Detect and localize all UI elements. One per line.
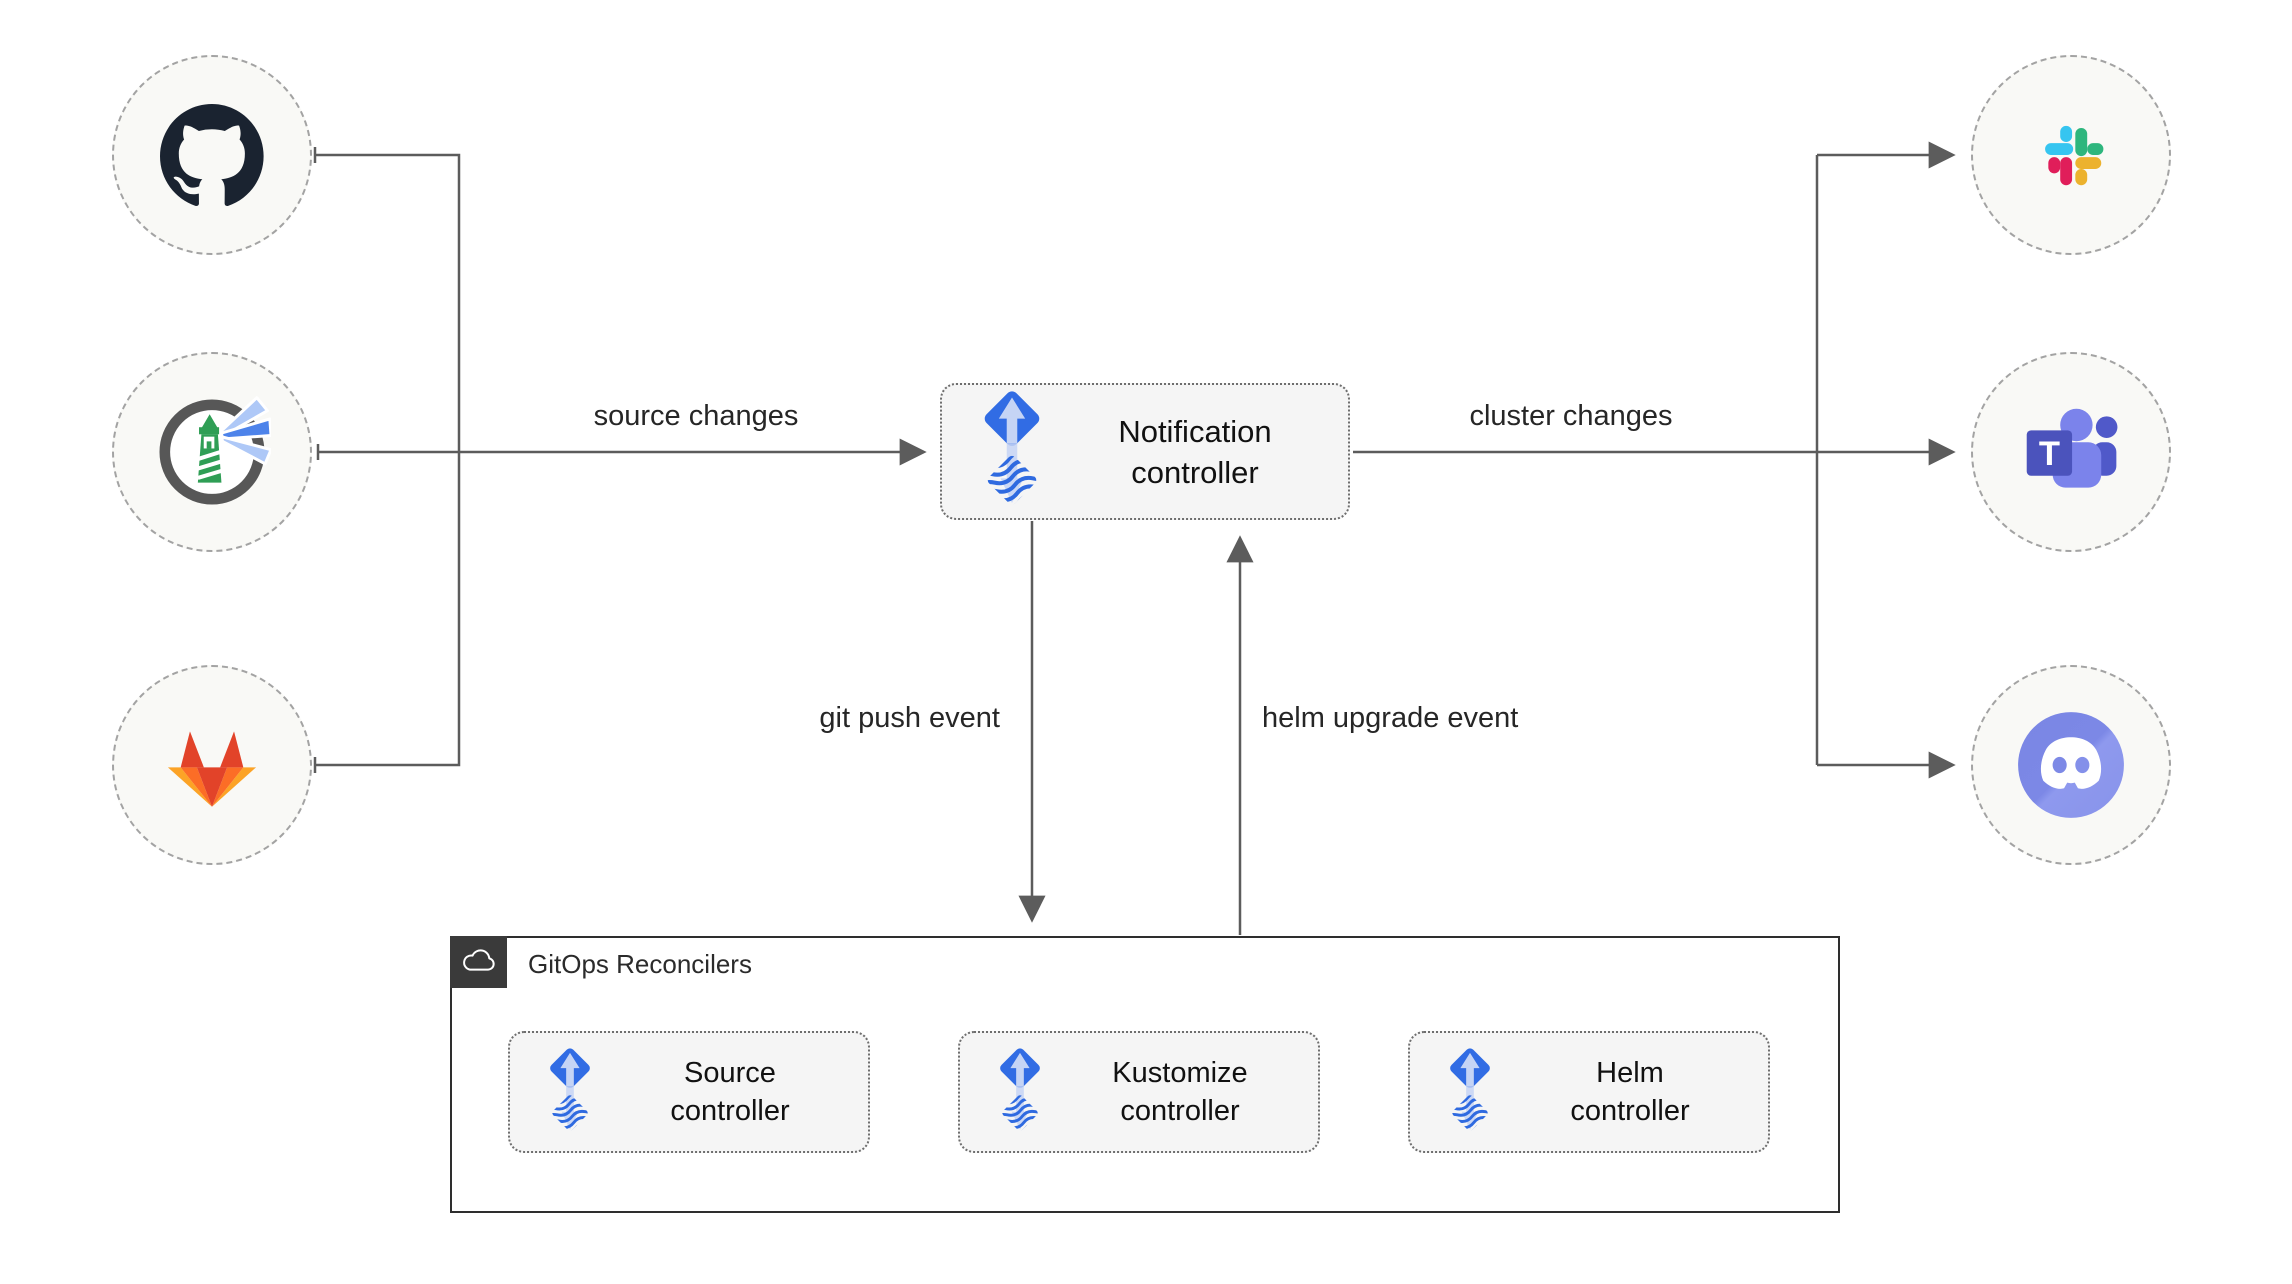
helm-controller-box: Helm controller [1408,1031,1770,1153]
kustomize-label-line1: Kustomize [1112,1057,1248,1089]
edge-left-bus [315,153,461,767]
source-controller-label: Source controller [602,1054,868,1130]
kustomize-controller-label: Kustomize controller [1052,1054,1318,1130]
source-label-line2: controller [670,1095,790,1127]
kustomize-label-line2: controller [1120,1095,1240,1127]
target-node-slack [1971,55,2171,255]
microsoft-teams-icon: T [2026,408,2118,488]
flux-icon [1438,1045,1502,1140]
container-title: GitOps Reconcilers [528,949,752,979]
flux-icon [538,1045,602,1140]
source-node-github [112,55,312,255]
helm-label-line1: Helm [1596,1057,1664,1089]
discord-icon [2018,712,2124,818]
source-controller-box: Source controller [508,1031,870,1153]
notification-controller-label: Notification controller [1056,411,1348,493]
flux-icon [988,1045,1052,1140]
gitlab-icon [167,731,257,807]
helm-label-line2: controller [1570,1095,1690,1127]
target-node-microsoft-teams: T [1971,352,2171,552]
edge-label-source-changes: source changes [593,400,799,432]
notification-controller-box: Notification controller [940,383,1350,520]
cloud-icon [462,949,495,971]
edge-label-cluster-changes: cluster changes [1469,400,1673,432]
flux-icon [968,387,1056,517]
source-node-gitlab [112,665,312,865]
edge-label-helm-upgrade-event: helm upgrade event [1262,702,1519,734]
kustomize-controller-box: Kustomize controller [958,1031,1320,1153]
container-header-square [450,936,507,988]
source-label-line1: Source [684,1057,776,1089]
slack-icon [2045,125,2104,186]
target-node-discord [1971,665,2171,865]
source-node-harbor [112,352,312,552]
notification-label-line2: controller [1131,454,1259,490]
svg-text:T: T [2039,435,2060,473]
edge-label-git-push-event: git push event [819,702,1000,734]
harbor-icon [159,396,271,505]
helm-controller-label: Helm controller [1502,1054,1768,1130]
github-icon [160,104,264,206]
notification-label-line1: Notification [1118,413,1272,449]
